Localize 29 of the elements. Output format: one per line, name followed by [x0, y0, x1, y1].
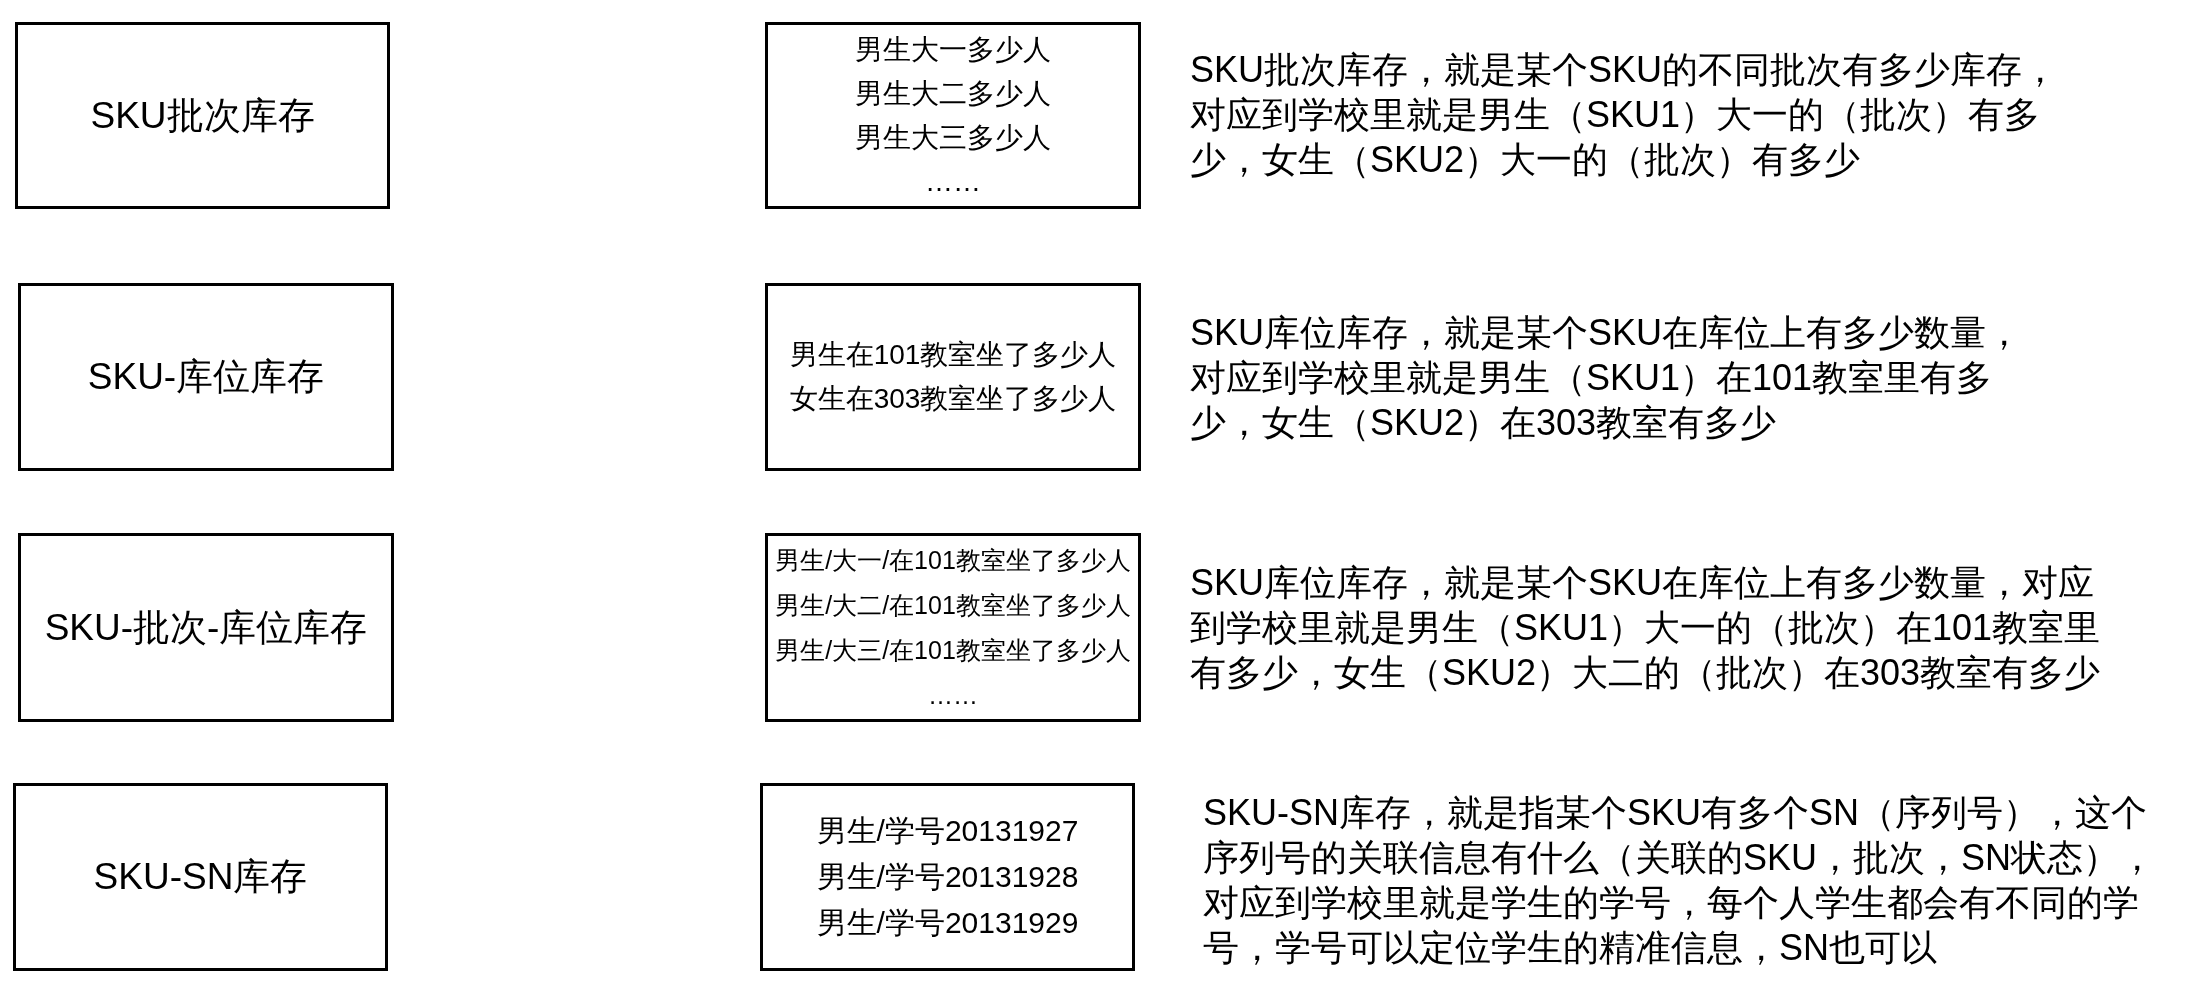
inventory-type-label: SKU-SN库存 [93, 855, 308, 899]
description-text: SKU库位库存，就是某个SKU在库位上有多少数量，对应到学校里就是男生（SKU1）大一的（批次）在101教室里有多少，女生（SKU2）大二的（批次）在303教室有多少 [1190, 561, 2102, 695]
inventory-type-rect [13, 783, 388, 971]
example-text: 男生大一多少人 [855, 32, 1051, 67]
example-text: 女生在303教室坐了多少人 [789, 382, 1117, 416]
example-rect [765, 533, 1141, 722]
example-text: 男生在101教室坐了多少人 [789, 338, 1117, 372]
inventory-type-label: SKU-批次-库位库存 [44, 605, 368, 650]
inventory-type-rect [15, 22, 390, 209]
example-rect [760, 783, 1135, 971]
description-text: SKU库位库存，就是某个SKU在库位上有多少数量，对应到学校里就是男生（SKU1）在101教室里有多少，女生（SKU2）在303教室有多少 [1190, 311, 2024, 445]
example-text: 男生/学号20131927 [816, 813, 1079, 849]
inventory-type-rect [18, 283, 394, 471]
example-text: …… [925, 164, 981, 199]
example-text: 男生/学号20131928 [816, 859, 1079, 895]
description-text: SKU批次库存，就是某个SKU的不同批次有多少库存，对应到学校里就是男生（SKU1）大一的（批次）有多少，女生（SKU2）大一的（批次）有多少 [1190, 48, 2060, 182]
example-text: 男生/大一/在101教室坐了多少人 [775, 544, 1131, 576]
inventory-type-rect [18, 533, 394, 722]
example-text: 男生/大二/在101教室坐了多少人 [775, 589, 1131, 621]
example-rect [765, 22, 1141, 209]
example-text: 男生/学号20131929 [816, 905, 1079, 941]
example-text: …… [928, 679, 978, 711]
example-rect [765, 283, 1141, 471]
description-text: SKU-SN库存，就是指某个SKU有多个SN（序列号），这个序列号的关联信息有什么（关联的SKU，批次，SN状态），对应到学校里就是学生的学号，每个人学生都会有不同的学号，学号可以定位学生的精准信息，SN也可以 [1203, 791, 2157, 970]
example-text: 男生大三多少人 [855, 120, 1051, 155]
inventory-type-label: SKU批次库存 [90, 93, 315, 138]
inventory-type-label: SKU-库位库存 [87, 355, 325, 399]
example-text: 男生大二多少人 [855, 76, 1051, 111]
example-text: 男生/大三/在101教室坐了多少人 [775, 634, 1131, 666]
